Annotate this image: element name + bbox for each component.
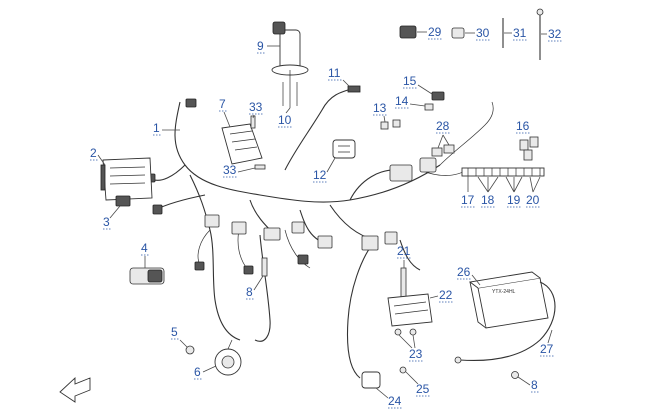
clips-part (380, 119, 401, 130)
callout-25: 25 (416, 382, 430, 396)
battery-label: YTX-24HL (492, 289, 516, 295)
callout-32: 32 (548, 27, 562, 41)
callout-4: 4 (141, 241, 148, 255)
bracket-part (424, 103, 434, 111)
callout-20: 20 (526, 193, 540, 207)
callout-30: 30 (476, 26, 490, 40)
wire-part-32 (536, 8, 544, 60)
callout-31: 31 (513, 26, 527, 40)
nut-part (185, 345, 195, 355)
screw-part-left (261, 257, 268, 277)
connectors-part (519, 136, 539, 161)
callout-2: 2 (90, 146, 97, 160)
relay-box (332, 139, 356, 159)
callout-15: 15 (403, 74, 417, 88)
callout-33-top: 33 (249, 100, 263, 114)
callout-16: 16 (516, 119, 530, 133)
relays-part (431, 144, 455, 157)
regulator-screws (394, 328, 417, 336)
callout-8-right: 8 (531, 378, 538, 392)
callout-10: 10 (278, 113, 292, 127)
callout-11: 11 (328, 66, 341, 80)
screw-part-right (511, 371, 519, 379)
callout-23: 23 (409, 347, 423, 361)
callout-8-left: 8 (246, 285, 253, 299)
callout-1: 1 (153, 121, 160, 135)
ecu-connector (115, 195, 131, 207)
battery-part: YTX-24HL (468, 271, 549, 329)
callout-27: 27 (540, 342, 554, 356)
callouts: 1 2 3 4 5 6 7 8 8 9 (90, 25, 562, 409)
sensor-part (431, 91, 445, 101)
starter-relay (361, 371, 381, 389)
bolts-part (282, 82, 298, 108)
callout-9: 9 (257, 39, 264, 53)
regulator-part (387, 293, 433, 327)
clip-part-30 (451, 27, 465, 39)
ecu-module (100, 157, 153, 201)
callout-33-bottom: 33 (223, 163, 237, 177)
callout-22: 22 (439, 288, 453, 302)
callout-7: 7 (219, 97, 226, 111)
callout-5: 5 (171, 325, 178, 339)
relay-nut (399, 366, 407, 374)
front-arrow-icon (59, 376, 91, 403)
callout-13: 13 (373, 101, 387, 115)
fuel-pump (271, 21, 309, 82)
callout-21: 21 (397, 244, 411, 258)
callout-29: 29 (428, 25, 442, 39)
callout-14: 14 (395, 94, 409, 108)
screw-33-bottom (254, 164, 266, 170)
callout-26: 26 (457, 265, 471, 279)
sensor-wire (284, 85, 361, 171)
fuse-block (461, 167, 545, 177)
callout-24: 24 (388, 394, 402, 408)
callout-3: 3 (103, 215, 110, 229)
switch-part (129, 267, 165, 285)
callout-17: 17 (461, 193, 475, 207)
callout-18: 18 (481, 193, 495, 207)
callout-6: 6 (194, 365, 201, 379)
clip-part-29 (399, 25, 417, 39)
callout-12: 12 (313, 168, 327, 182)
horn-part (214, 339, 242, 376)
callout-19: 19 (507, 193, 521, 207)
callout-28-label: 28 (436, 119, 450, 133)
control-module (221, 123, 263, 165)
main-wiring-harness (145, 98, 494, 379)
screw-33-top (250, 115, 256, 129)
battery-cable (454, 281, 556, 364)
